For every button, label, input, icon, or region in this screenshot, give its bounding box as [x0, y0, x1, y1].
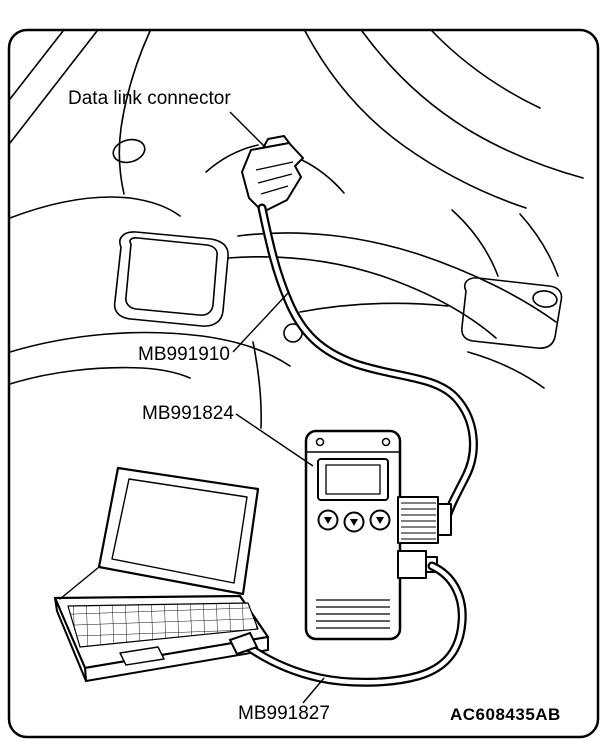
leader-data-link-connector: [229, 111, 267, 149]
laptop-display: [111, 478, 248, 584]
figure-code: AC608435AB: [450, 705, 561, 724]
laptop-plug: [228, 631, 259, 656]
label-mb991824: MB991824: [142, 403, 234, 424]
leader-mb991827: [302, 677, 325, 704]
laptop-keyboard: [67, 602, 259, 648]
label-mb991910: MB991910: [138, 344, 230, 365]
cable-mb991910-drawing: [257, 203, 478, 522]
scan-tool-buttons: [317, 509, 391, 533]
dash-bracket: [461, 277, 563, 349]
console-opening: [113, 231, 229, 327]
data-link-connector-drawing: [241, 135, 304, 213]
scan-tool-upper-port: [397, 496, 452, 544]
leader-mb991910: [232, 292, 289, 353]
connector-body: [241, 142, 304, 213]
laptop-drawing: [53, 466, 270, 682]
leader-lines: [229, 111, 325, 704]
scan-tool-drawing: [304, 429, 452, 641]
leader-mb991824: [235, 413, 314, 467]
laptop-touchpad: [119, 646, 165, 666]
scan-tool-screen-inner: [325, 464, 381, 495]
label-mb991827: MB991827: [238, 703, 330, 724]
scan-tool-ribs: [316, 599, 390, 629]
panel-hole: [112, 138, 146, 164]
screw-top-right: [381, 437, 391, 447]
screw-top-left: [315, 437, 325, 447]
figure-border: [7, 28, 600, 739]
label-data-link-connector: Data link connector: [68, 88, 231, 109]
cable-mb991827-drawing: [228, 561, 467, 687]
